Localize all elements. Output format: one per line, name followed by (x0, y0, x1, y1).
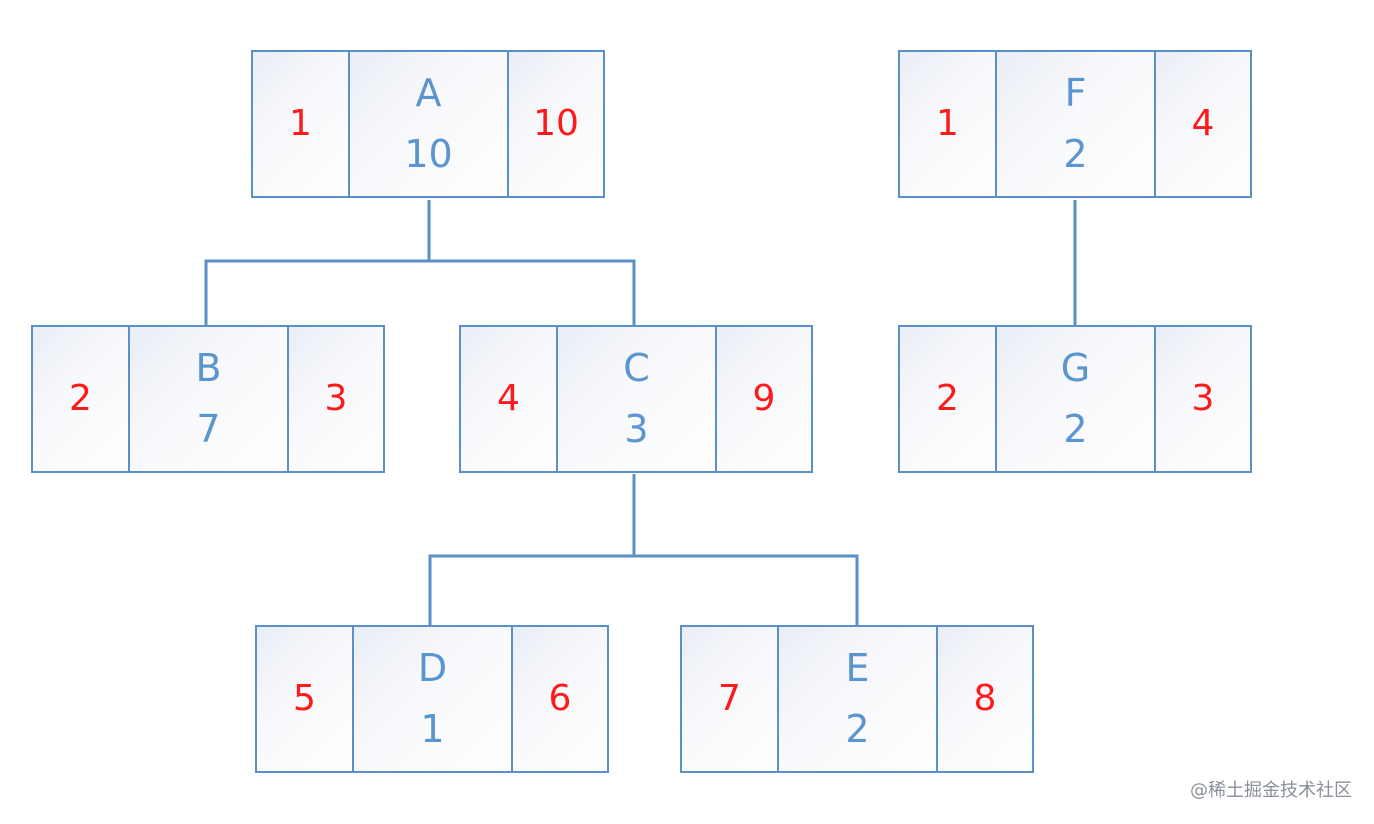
node-d-value: 1 (420, 706, 445, 751)
node-f-right-number: 4 (1191, 103, 1215, 144)
node-d-right-cell: 6 (513, 627, 607, 771)
node-g-name: G (1060, 345, 1091, 390)
node-a-value: 10 (404, 131, 453, 176)
node-c-center-cell: C 3 (558, 327, 717, 471)
node-b-left-cell: 2 (33, 327, 130, 471)
node-g: 2 G 2 3 (898, 325, 1252, 473)
node-b-center-cell: B 7 (130, 327, 289, 471)
edge-c-e (634, 554, 859, 625)
node-b-right-number: 3 (324, 378, 348, 419)
node-b-right-cell: 3 (289, 327, 383, 471)
node-e-name: E (845, 645, 870, 690)
edge-a-b (204, 200, 431, 325)
watermark-text: @稀土掘金技术社区 (1190, 780, 1352, 801)
node-a: 1 A 10 10 (251, 50, 605, 198)
edge-a-c (429, 259, 636, 325)
node-e-value: 2 (845, 706, 870, 751)
node-b-value: 7 (196, 406, 221, 451)
node-e-left-cell: 7 (682, 627, 779, 771)
node-g-right-number: 3 (1191, 378, 1215, 419)
node-g-right-cell: 3 (1156, 327, 1250, 471)
node-d: 5 D 1 6 (255, 625, 609, 773)
node-g-center-cell: G 2 (997, 327, 1156, 471)
node-a-left-cell: 1 (253, 52, 350, 196)
node-c-left-number: 4 (497, 378, 520, 419)
node-c-name: C (623, 345, 650, 390)
node-c-value: 3 (624, 406, 649, 451)
node-e-right-cell: 8 (938, 627, 1032, 771)
node-a-right-cell: 10 (509, 52, 603, 196)
node-d-left-number: 5 (293, 678, 316, 719)
node-d-center-cell: D 1 (354, 627, 513, 771)
node-g-value: 2 (1063, 406, 1088, 451)
node-a-center-cell: A 10 (350, 52, 509, 196)
node-f: 1 F 2 4 (898, 50, 1252, 198)
node-d-name: D (417, 645, 448, 690)
node-f-right-cell: 4 (1156, 52, 1250, 196)
node-g-left-number: 2 (936, 378, 959, 419)
edge-c-d (428, 474, 636, 625)
node-a-name: A (415, 70, 442, 115)
node-f-value: 2 (1063, 131, 1088, 176)
node-e-center-cell: E 2 (779, 627, 938, 771)
node-g-left-cell: 2 (900, 327, 997, 471)
node-c-right-cell: 9 (717, 327, 811, 471)
node-d-left-cell: 5 (257, 627, 354, 771)
node-b-name: B (195, 345, 222, 390)
node-f-left-number: 1 (936, 103, 959, 144)
node-e: 7 E 2 8 (680, 625, 1034, 773)
node-b-left-number: 2 (69, 378, 92, 419)
node-b: 2 B 7 3 (31, 325, 385, 473)
node-a-right-number: 10 (533, 103, 579, 144)
node-f-left-cell: 1 (900, 52, 997, 196)
node-a-left-number: 1 (289, 103, 312, 144)
node-e-right-number: 8 (973, 678, 997, 719)
node-f-center-cell: F 2 (997, 52, 1156, 196)
node-e-left-number: 7 (718, 678, 741, 719)
node-c-right-number: 9 (752, 378, 776, 419)
node-c-left-cell: 4 (461, 327, 558, 471)
node-d-right-number: 6 (548, 678, 572, 719)
node-c: 4 C 3 9 (459, 325, 813, 473)
node-f-name: F (1064, 70, 1087, 115)
